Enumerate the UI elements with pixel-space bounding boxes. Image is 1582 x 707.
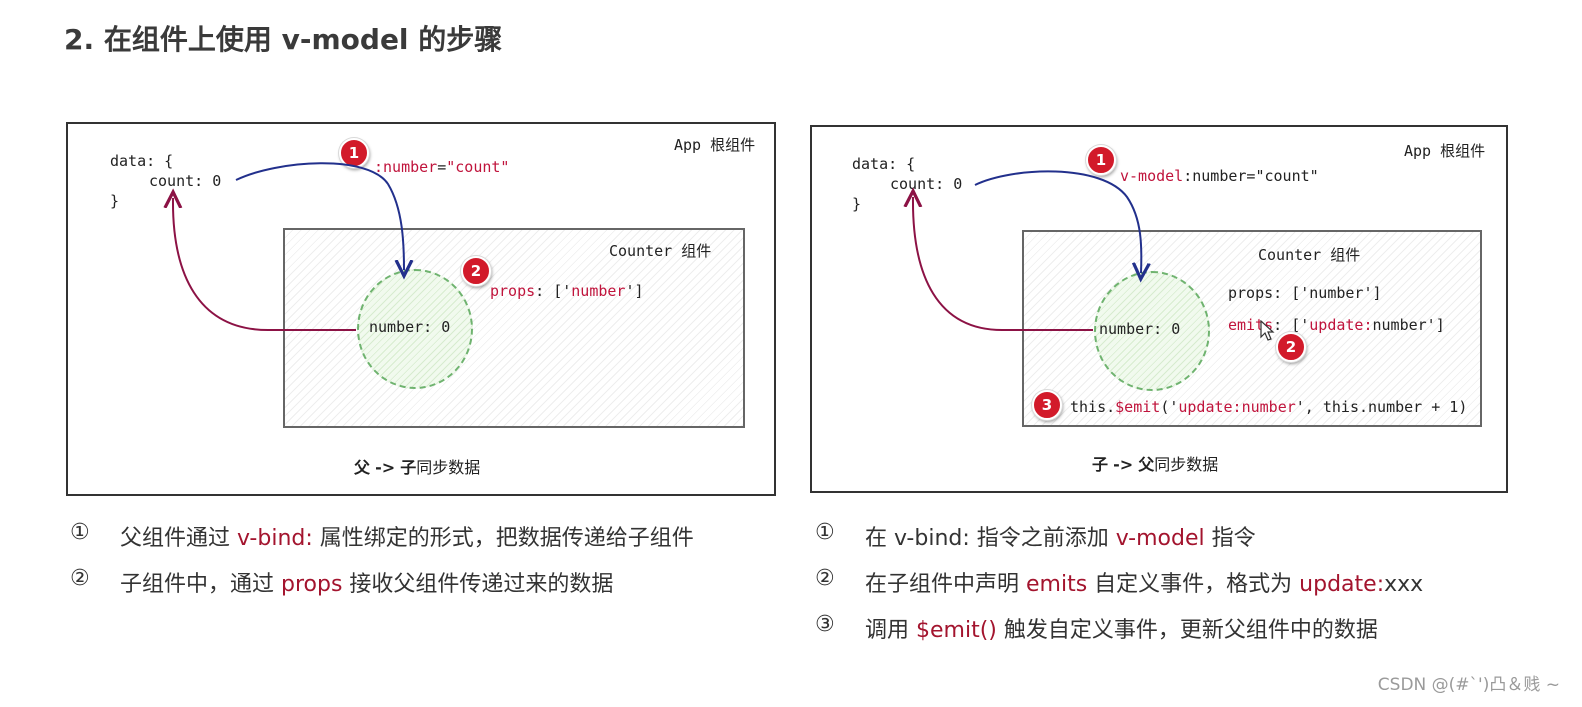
- emit-call: this.$emit('update:number', this.number …: [1070, 398, 1467, 416]
- props-declaration: props: ['number']: [490, 282, 644, 300]
- list-number: ②: [815, 566, 835, 591]
- caption-arrow: ->: [375, 458, 396, 477]
- list-highlight: props: [281, 572, 343, 597]
- emits-end: number']: [1372, 316, 1445, 334]
- data-open: data: {: [110, 152, 174, 170]
- list-text: 属性绑定的形式，把数据传递给子组件: [312, 526, 694, 551]
- emit-open: (': [1160, 398, 1179, 416]
- emits-mid: : [': [1273, 316, 1310, 334]
- child-to-parent-arrow: [173, 198, 356, 331]
- bind-attr-value: "count": [446, 158, 510, 176]
- caption-from: 父: [354, 458, 371, 477]
- list-text: 子组件中，通过: [120, 572, 281, 597]
- list-text: 调用: [865, 618, 916, 643]
- emit-rest: ', this.number + 1): [1295, 398, 1468, 416]
- watermark: CSDN @(#`')凸＆贱 ~: [1377, 675, 1560, 695]
- emit-fn: $emit: [1115, 398, 1161, 416]
- counter-label: Counter 组件: [1258, 246, 1361, 264]
- list-text: 自定义事件，格式为: [1087, 572, 1300, 597]
- props-value: number: [571, 282, 626, 300]
- list-text: 父组件通过: [120, 526, 237, 551]
- left-step-list: ① 父组件通过 v-bind: 属性绑定的形式，把数据传递给子组件 ② 子组件中…: [70, 520, 790, 640]
- counter-label: Counter 组件: [609, 242, 712, 260]
- right-arrows: [812, 170, 1506, 331]
- right-step-list: ① 在 v-bind: 指令之前添加 v-model 指令 ② 在子组件中声明 …: [815, 520, 1535, 660]
- step-badge-2: 2: [461, 256, 491, 286]
- step-badge-1: 1: [1086, 145, 1116, 175]
- vmodel-key: v-model: [1120, 167, 1184, 185]
- bind-attr-name: :number: [374, 158, 438, 176]
- list-number: ①: [815, 520, 835, 545]
- list-highlight: v-bind:: [237, 526, 313, 551]
- caption-to: 子: [400, 458, 417, 477]
- list-highlight: emits: [1026, 572, 1088, 597]
- emit-this: this.: [1070, 398, 1116, 416]
- data-open: data: {: [852, 155, 916, 173]
- left-diagram-panel: App 根组件 data: { count: 0 } 1 :number="co…: [66, 122, 776, 496]
- page-title: 2. 在组件上使用 v-model 的步骤: [64, 23, 503, 56]
- list-number: ③: [815, 612, 835, 637]
- list-number: ①: [70, 520, 90, 545]
- right-caption: 子 -> 父同步数据: [1092, 451, 1218, 475]
- circle-number-text: number: 0: [369, 318, 451, 336]
- vmodel-binding: v-model:number="count": [1120, 167, 1319, 185]
- left-caption: 父 -> 子同步数据: [354, 454, 480, 478]
- props-mid: : [': [535, 282, 572, 300]
- list-text: 在 v-bind: 指令之前添加: [865, 526, 1116, 551]
- caption-to: 父: [1138, 455, 1155, 474]
- props-declaration: props: ['number']: [1228, 284, 1382, 302]
- bind-eq: =: [437, 158, 447, 176]
- emit-event: update:number: [1178, 398, 1296, 416]
- list-number: ②: [70, 566, 90, 591]
- props-end: ']: [625, 282, 644, 300]
- list-highlight: $emit(): [916, 618, 997, 643]
- step-badge-3: 3: [1032, 390, 1062, 420]
- number-prop-circle: [357, 269, 473, 389]
- bind-attribute: :number="count": [374, 158, 509, 176]
- counter-component-box: Counter 组件 props: ['number'] emits: ['up…: [1022, 230, 1482, 427]
- list-text: 接收父组件传递过来的数据: [342, 572, 614, 597]
- number-prop-circle: [1094, 271, 1210, 391]
- right-diagram-panel: App 根组件 data: { count: 0 } 1 v-model:num…: [810, 125, 1508, 493]
- list-highlight: update:: [1299, 572, 1385, 597]
- mouse-cursor-icon: [1260, 320, 1275, 341]
- list-highlight: v-model: [1115, 526, 1205, 551]
- parent-to-child-arrow: [235, 162, 404, 270]
- step-badge-2: 2: [1276, 332, 1306, 362]
- child-to-parent-arrow: [913, 197, 1093, 331]
- list-text: 在子组件中声明: [865, 572, 1026, 597]
- vmodel-rest: :number="count": [1183, 167, 1319, 185]
- caption-arrow: ->: [1113, 455, 1134, 474]
- caption-text: 同步数据: [1154, 455, 1219, 474]
- left-arrows: [68, 162, 774, 331]
- parent-to-child-arrow: [974, 170, 1141, 273]
- app-root-label: App 根组件: [1404, 142, 1486, 160]
- emits-value: update:: [1309, 316, 1373, 334]
- props-key: props: [490, 282, 536, 300]
- list-text: 触发自定义事件，更新父组件中的数据: [996, 618, 1378, 643]
- list-text: xxx: [1384, 572, 1424, 597]
- circle-number-text: number: 0: [1099, 320, 1181, 338]
- app-root-label: App 根组件: [674, 136, 756, 154]
- data-close: }: [110, 192, 120, 210]
- caption-from: 子: [1092, 455, 1109, 474]
- data-close: }: [852, 195, 862, 213]
- list-text: 指令: [1204, 526, 1256, 551]
- caption-text: 同步数据: [416, 458, 481, 477]
- data-count: count: 0: [149, 172, 222, 190]
